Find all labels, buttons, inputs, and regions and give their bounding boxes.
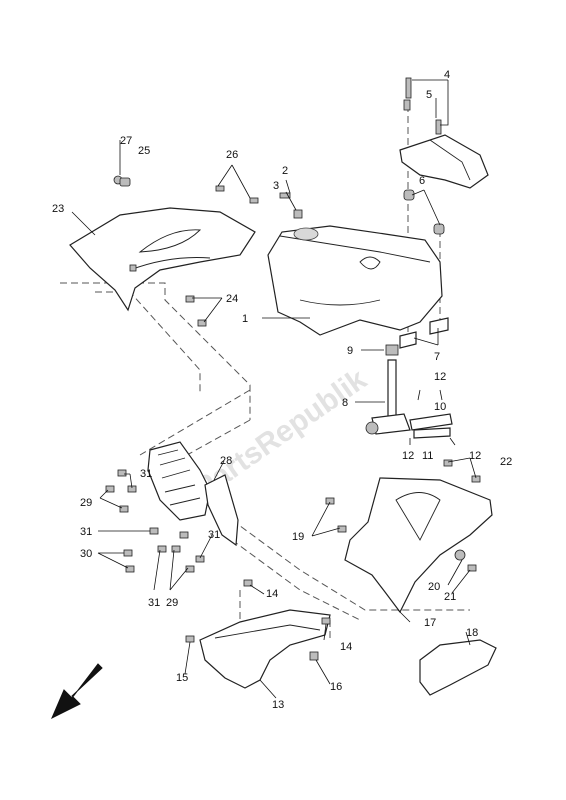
callout-17: 17 — [424, 617, 436, 629]
tank-bracket[interactable] — [399, 77, 489, 349]
collar-5 — [403, 99, 411, 111]
callout-18: 18 — [466, 627, 478, 639]
callout-30: 30 — [80, 548, 92, 560]
hose-11 — [413, 427, 451, 439]
clip-16 — [309, 651, 319, 661]
callout-14-b: 14 — [340, 641, 352, 653]
fuel-tank[interactable] — [267, 225, 443, 336]
callout-29-b: 29 — [166, 597, 178, 609]
callout-labels: 4 5 6 7 1 9 8 12 10 12 11 12 27 25 26 2 … — [52, 69, 512, 711]
callout-31-a: 31 — [140, 468, 152, 480]
fuel-cock-assembly[interactable] — [365, 344, 453, 439]
callout-20: 20 — [428, 581, 440, 593]
bracket-28 — [204, 474, 239, 547]
callout-11: 11 — [422, 450, 433, 462]
fasteners-upper — [113, 175, 303, 327]
callout-4: 4 — [444, 69, 450, 81]
under-cover[interactable] — [185, 579, 331, 689]
callout-9: 9 — [347, 345, 353, 357]
bolt-4 — [405, 77, 412, 99]
damper-6b — [433, 223, 445, 235]
callout-15: 15 — [176, 672, 188, 684]
callout-1: 1 — [242, 313, 248, 325]
callout-24: 24 — [226, 293, 238, 305]
callout-12-right: 12 — [469, 450, 481, 462]
bolt-21 — [467, 564, 477, 572]
radiator-guard[interactable] — [105, 441, 239, 573]
bolt-5 — [435, 119, 442, 135]
side-plate[interactable] — [419, 639, 497, 696]
callout-19: 19 — [292, 531, 304, 543]
callout-10: 10 — [434, 401, 446, 413]
clip-7 — [429, 317, 449, 335]
grommet-20 — [454, 549, 466, 561]
callout-6: 6 — [419, 175, 425, 187]
callout-21: 21 — [444, 591, 456, 603]
callout-25: 25 — [138, 145, 150, 157]
callout-29-a: 29 — [80, 497, 92, 509]
gasket-9 — [385, 344, 399, 356]
callout-22: 22 — [500, 456, 512, 468]
callout-8: 8 — [342, 397, 348, 409]
leader-lines — [71, 79, 477, 699]
hose-10 — [409, 413, 453, 431]
callout-23: 23 — [52, 203, 64, 215]
callout-3: 3 — [273, 180, 279, 192]
fuel-cap — [293, 227, 319, 241]
callout-12-left: 12 — [402, 450, 414, 462]
callout-31-c: 31 — [148, 597, 160, 609]
damper-6a — [403, 189, 415, 201]
left-side-cover[interactable] — [69, 207, 256, 312]
radiator-shroud[interactable] — [325, 459, 493, 614]
callout-26: 26 — [226, 149, 238, 161]
callout-31-d: 31 — [208, 529, 220, 541]
callout-12-top: 12 — [434, 371, 446, 383]
callout-13: 13 — [272, 699, 284, 711]
callout-2: 2 — [282, 165, 288, 177]
front-direction-arrow-icon — [51, 663, 103, 720]
callout-27: 27 — [120, 135, 132, 147]
callout-16: 16 — [330, 681, 342, 693]
callout-28: 28 — [220, 455, 232, 467]
callout-14-a: 14 — [266, 588, 278, 600]
callout-31-b: 31 — [80, 526, 92, 538]
callout-7: 7 — [434, 351, 440, 363]
callout-5: 5 — [426, 89, 432, 101]
